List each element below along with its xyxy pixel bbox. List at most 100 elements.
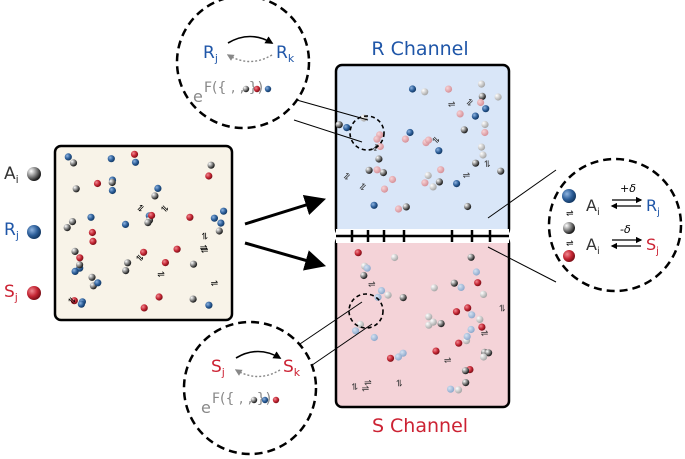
- equilibrium-glyph: ⇌: [201, 246, 209, 256]
- equilibrium-glyph: ⇌: [481, 160, 491, 168]
- zoom-r-rate-base: e: [193, 87, 203, 106]
- zoom-r-right-label: Rk: [276, 43, 295, 65]
- r-particle-faint: [370, 333, 378, 342]
- r-particle: [94, 279, 102, 287]
- s-particle: [432, 347, 440, 355]
- s-particle-faint: [477, 98, 485, 107]
- s-particle-faint: [388, 175, 397, 184]
- a-particle: [360, 271, 368, 280]
- equilibrium-glyph: ⇌: [211, 279, 219, 289]
- zoom-r-exp-s-particle: [253, 85, 261, 93]
- equilibrium-glyph: ⇌: [481, 329, 489, 339]
- exchange-bottom-s-particle: [563, 250, 575, 262]
- a-particle: [478, 92, 486, 100]
- a-particle: [63, 224, 71, 232]
- zoom-r-exp-a-particle: [242, 85, 250, 93]
- zoom-s-rate-exponent: F({ , , }): [212, 391, 271, 407]
- mixture-box: [53, 144, 234, 322]
- a-particle-faint: [477, 143, 486, 151]
- arrow-to-r-channel: [244, 194, 327, 226]
- equilibrium-glyph: ⇌: [448, 100, 456, 110]
- zoom-circle-r: Rj Rk e F({ , , }): [175, 0, 385, 151]
- a-particle: [402, 203, 410, 211]
- a-particle: [207, 161, 215, 169]
- r-particle: [107, 155, 115, 163]
- arrow-to-s-channel: [244, 241, 327, 271]
- a-particle-faint: [356, 320, 365, 329]
- a-particle-faint: [479, 290, 488, 298]
- s-particle-faint: [373, 166, 381, 174]
- a-particle: [144, 219, 152, 227]
- r-particle-faint: [468, 311, 476, 319]
- r-particle: [87, 213, 95, 221]
- s-particle: [155, 293, 163, 301]
- a-particle: [124, 259, 132, 267]
- s-particle-faint: [481, 128, 489, 137]
- r-particle: [453, 180, 461, 188]
- zoom-s-left-label: Sj: [211, 357, 225, 379]
- a-particle: [497, 167, 505, 175]
- r-particle-faint: [472, 268, 480, 276]
- zoom-s-exp-a-particle: [250, 396, 258, 404]
- r-particle: [205, 301, 213, 309]
- s-particle: [452, 308, 461, 316]
- s-particle-faint: [421, 179, 429, 187]
- a-particle: [189, 260, 198, 268]
- r-particle: [64, 153, 72, 161]
- mixture-particles: ⇌⇌⇌⇌⇌⇌⇌⇌⇌: [63, 150, 228, 312]
- s-particle: [354, 249, 362, 257]
- equilibrium-glyph: ⇌: [200, 244, 208, 254]
- a-particle: [437, 320, 445, 328]
- r-particle: [408, 85, 417, 93]
- exchange-bottom-eq-glyph: ⇌: [566, 239, 574, 249]
- a-particle-faint: [480, 353, 488, 361]
- s-particle: [140, 248, 148, 256]
- a-particle: [375, 155, 383, 163]
- legend-s-label: Sj: [4, 282, 18, 304]
- exchange-top-eq-glyph: ⇌: [566, 209, 574, 219]
- s-particle-faint: [373, 135, 381, 143]
- s-particle: [478, 323, 486, 331]
- s-particle-faint: [456, 110, 464, 118]
- equilibrium-glyph: ⇌: [368, 280, 376, 290]
- r-particle-faint: [363, 264, 371, 272]
- a-particle: [365, 166, 373, 174]
- zoom-s-forward-arrow: [235, 350, 282, 359]
- exchange-top-rate: +δ: [620, 182, 636, 195]
- zoom-s-right-label: Sk: [283, 357, 301, 379]
- a-particle-faint: [429, 318, 437, 326]
- a-particle-faint: [391, 253, 399, 262]
- r-particle: [343, 124, 351, 132]
- legend-a-label: Ai: [4, 164, 19, 186]
- zoom-circle-s: Sj Sk e F({ , , }): [182, 293, 384, 456]
- r-particle-faint: [457, 283, 465, 291]
- s-particle: [186, 213, 194, 221]
- a-particle: [68, 218, 77, 226]
- r-channel-title: R Channel: [371, 38, 468, 60]
- a-particle: [215, 227, 223, 235]
- zoom-r-rate-exponent: F({ , , }): [204, 80, 263, 96]
- equilibrium-glyph: ⇌: [463, 171, 471, 181]
- equilibrium-glyph: ⇌: [496, 304, 506, 312]
- r-particle-faint: [374, 293, 382, 301]
- equilibrium-glyph: ⇌: [364, 379, 372, 389]
- r-particle-faint: [377, 287, 386, 295]
- s-particle: [455, 339, 463, 347]
- s-particle: [173, 245, 181, 253]
- a-particle: [69, 159, 78, 167]
- a-particle: [435, 178, 443, 186]
- s-particle-faint: [437, 166, 445, 174]
- a-particle: [189, 295, 197, 303]
- a-particle-faint: [430, 284, 438, 292]
- a-particle-faint: [384, 291, 392, 299]
- s-particle: [205, 172, 213, 180]
- zoom-r-exp-r-particle: [264, 85, 272, 93]
- a-particle-faint: [481, 120, 489, 129]
- a-particle: [122, 267, 130, 275]
- zoom-s-rate-base: e: [201, 398, 211, 417]
- a-particle-faint: [494, 93, 502, 101]
- legend-a-particle: [27, 167, 41, 181]
- a-particle: [108, 178, 116, 187]
- r-particle: [471, 112, 479, 120]
- a-particle-faint: [476, 315, 484, 323]
